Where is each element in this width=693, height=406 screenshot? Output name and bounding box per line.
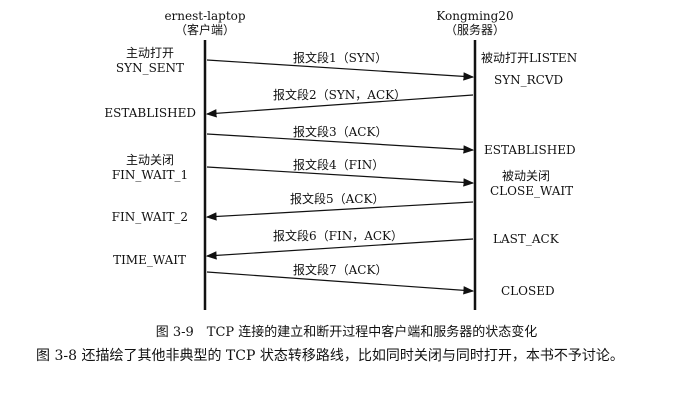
server-state-established: ESTABLISHED [484, 143, 576, 157]
client-state-active-close: 主动关闭 [125, 153, 174, 167]
segment-5-label: 报文段5（ACK） [290, 192, 385, 206]
server-state-last-ack: LAST_ACK [493, 232, 559, 246]
server-state-closed: CLOSED [501, 284, 555, 298]
server-state-passive-close: 被动关闭 [502, 169, 551, 183]
segment-6-arrow [205, 238, 474, 260]
segment-7-label: 报文段7（ACK） [293, 263, 388, 277]
client-state-fin-wait-2: FIN_WAIT_2 [111, 210, 188, 224]
segment-1-arrow [206, 59, 475, 81]
segment-2-label: 报文段2（SYN，ACK） [273, 88, 407, 102]
client-state-fin-wait-1: FIN_WAIT_1 [111, 168, 189, 182]
server-role: （服务器） [444, 23, 505, 37]
segment-1-label: 报文段1（SYN） [293, 51, 388, 65]
server-state-listen: 被动打开LISTEN [481, 51, 578, 65]
server-state-syn-rcvd: SYN_RCVD [494, 73, 564, 87]
segment-5-arrow [205, 201, 474, 221]
segment-7-arrow [206, 271, 475, 295]
segment-6-label: 报文段6（FIN，ACK） [273, 229, 404, 243]
client-state-syn-sent: SYN_SENT [115, 61, 185, 75]
figure-caption: 图 3-9 TCP 连接的建立和断开过程中客户端和服务器的状态变化 [155, 325, 538, 340]
server-state-close-wait: CLOSE_WAIT [490, 184, 574, 198]
client-state-time-wait: TIME_WAIT [113, 253, 186, 267]
client-role: （客户端） [174, 23, 235, 37]
segment-4-arrow [206, 166, 475, 187]
server-name: Kongming20 [436, 9, 514, 23]
client-state-active-open: 主动打开 [125, 46, 174, 60]
body-paragraph: 图 3-8 还描绘了其他非典型的 TCP 状态转移路线，比如同时关闭与同时打开，… [36, 348, 624, 364]
client-name: ernest-laptop [164, 9, 246, 23]
segment-4-label: 报文段4（FIN） [293, 158, 385, 172]
segment-2-arrow [205, 94, 474, 118]
segment-3-arrow [206, 133, 475, 154]
segment-3-label: 报文段3（ACK） [293, 125, 388, 139]
client-state-established: ESTABLISHED [104, 106, 196, 120]
sequence-diagram [203, 40, 477, 310]
